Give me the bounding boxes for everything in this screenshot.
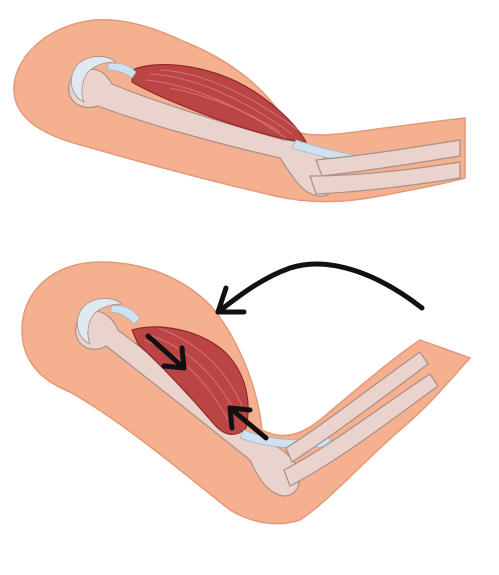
flexed-arm-illustration: [22, 262, 470, 524]
curved-arrow-icon: [218, 264, 422, 312]
extended-arm-illustration: [14, 20, 465, 202]
